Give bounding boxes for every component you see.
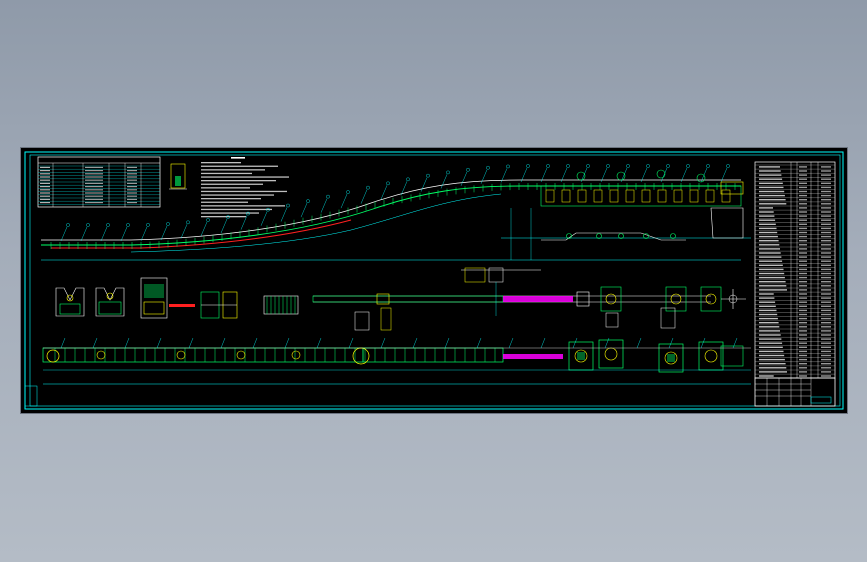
crosshair-icon [728,294,738,304]
outer-frame [24,151,844,410]
section-details [55,277,299,319]
technical-notes-block [201,157,289,218]
conveyor-plan-view [312,267,746,331]
drawing-sheet[interactable] [21,148,847,413]
title-block-icon [754,377,836,407]
section-symbol-icon [169,163,187,190]
parts-table-icon [754,161,836,379]
conveyor-longitudinal-section [42,337,751,385]
cad-drawing [24,151,844,410]
technical-table [37,156,161,208]
inner-frame [29,154,841,407]
conveyor-elevation-profile [41,164,751,261]
revision-box [24,385,38,407]
